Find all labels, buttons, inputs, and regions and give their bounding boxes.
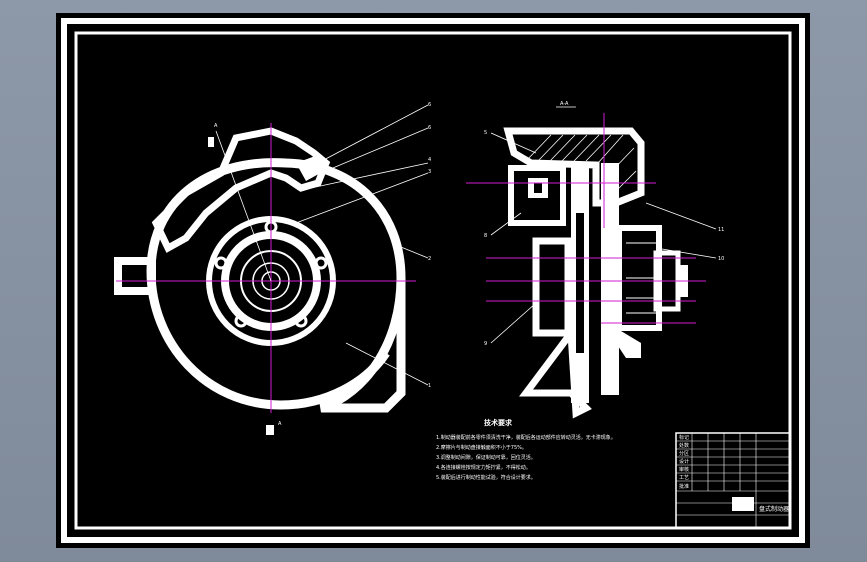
tech-requirement-line: 4.各连接螺栓按规定力矩拧紧，不得松动。 xyxy=(436,464,531,471)
tech-requirement-line: 2.摩擦片与制动盘接触面积不小于75%。 xyxy=(436,444,527,451)
tech-requirement-line: 3.调整制动间隙，保证制动可靠，回位灵活。 xyxy=(436,454,536,461)
bolt-hole xyxy=(234,314,248,328)
drawing-sheet: A A 6 6 4 3 2 1 A-A xyxy=(56,13,810,548)
leader-line xyxy=(490,302,537,344)
tech-requirement-line: 1.制动器装配前各零件须清洗干净，装配后各运动部件应转动灵活，无卡滞现象。 xyxy=(436,434,616,441)
title-block-frame xyxy=(675,432,791,529)
section-mark-top: A xyxy=(214,123,218,129)
tech-requirements: 技术要求 1.制动器装配前各零件须清洗干净，装配后各运动部件应转动灵活，无卡滞现… xyxy=(436,418,616,481)
title-block-cell: 分区 xyxy=(679,450,689,457)
knuckle-flange xyxy=(532,237,572,337)
inner-frame xyxy=(74,31,792,530)
leader-line xyxy=(317,104,429,164)
seal xyxy=(616,328,641,358)
callout: 11 xyxy=(718,227,724,233)
section-mark-bottom: A xyxy=(278,421,282,427)
pin-marker xyxy=(208,137,214,147)
section-line xyxy=(215,130,272,282)
title-block-stamp xyxy=(732,497,754,511)
stud-lines xyxy=(626,242,656,314)
hub-plate xyxy=(601,163,619,395)
drawing-name: 盘式制动器 xyxy=(759,505,789,513)
outer-frame xyxy=(61,18,805,543)
title-block-cell: 标记 xyxy=(679,434,689,441)
tech-requirement-line: 5.装配后进行制动性能试验，符合设计要求。 xyxy=(436,474,536,481)
mounting-boss xyxy=(114,257,156,295)
leader-line xyxy=(490,132,537,154)
callout: 6 xyxy=(428,125,431,131)
leader-line xyxy=(345,342,429,386)
callout: 3 xyxy=(428,169,431,175)
section-view: A-A xyxy=(466,101,724,419)
callout: 1 xyxy=(428,383,431,389)
callout: 4 xyxy=(428,157,431,163)
callout: 9 xyxy=(484,341,487,347)
leader-line xyxy=(645,202,717,230)
disc-slot xyxy=(576,213,584,353)
section-tab xyxy=(266,425,274,435)
callout: 2 xyxy=(428,256,431,262)
leader-line xyxy=(295,172,429,224)
title-block-cell: 设计 xyxy=(679,458,689,465)
leader-line xyxy=(490,212,522,236)
title-block-cell: 批准 xyxy=(679,483,689,490)
section-label: A-A xyxy=(560,101,569,107)
bolt-hole xyxy=(314,256,328,270)
piston-housing xyxy=(508,165,566,226)
lower-bracket xyxy=(519,323,592,419)
leader-line xyxy=(655,247,717,259)
bolt-hole xyxy=(214,256,228,270)
leader-line xyxy=(395,244,429,259)
title-block-cell: 审核 xyxy=(679,466,689,473)
adjuster-block xyxy=(296,155,324,181)
bolt-hole xyxy=(294,314,308,328)
leader-line xyxy=(310,162,429,189)
section-centerlines xyxy=(466,113,706,324)
title-block: 标记 处数 分区 设计 审核 工艺 批准 盘式制动器 xyxy=(675,432,791,529)
leader-line xyxy=(320,127,429,174)
housing-lower-arc xyxy=(146,270,390,410)
caliper-arm xyxy=(151,127,331,253)
callout: 8 xyxy=(484,233,487,239)
title-block-grid xyxy=(676,433,790,528)
title-block-cell: 工艺 xyxy=(679,475,689,481)
callout: 5 xyxy=(484,130,487,136)
cad-drawing: A A 6 6 4 3 2 1 A-A xyxy=(61,18,805,543)
hatching xyxy=(525,134,637,190)
callout: 10 xyxy=(718,256,724,262)
wheel-hub xyxy=(616,225,662,331)
front-view: A A 6 6 4 3 2 1 xyxy=(114,102,431,435)
piston-bore xyxy=(534,183,542,193)
tech-requirements-title: 技术要求 xyxy=(484,418,513,427)
title-block-cell: 处数 xyxy=(679,442,689,449)
callout: 6 xyxy=(428,102,431,108)
